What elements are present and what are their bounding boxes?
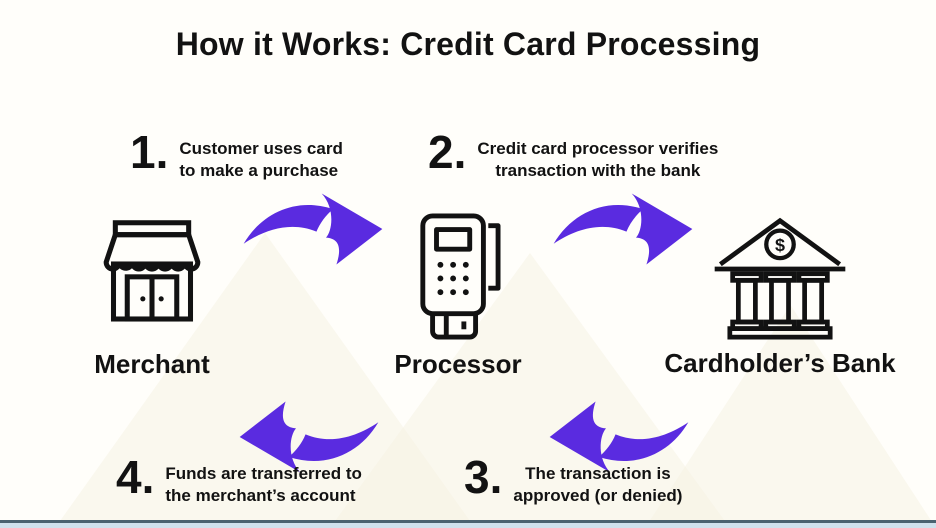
processor-label: Processor	[394, 349, 522, 379]
arrow-bank-to-processor	[538, 398, 700, 476]
step-1: 1. Customer uses card to make a purchase	[130, 126, 343, 183]
footer-strip	[0, 523, 936, 528]
step-4: 4. Funds are transferred to the merchant…	[116, 451, 362, 508]
footer-divider-line	[0, 520, 936, 523]
step-1-line1: Customer uses card	[179, 139, 343, 158]
page-title: How it Works: Credit Card Processing	[175, 26, 761, 62]
arrow-merchant-to-processor	[232, 190, 394, 268]
card-terminal-icon	[413, 212, 503, 341]
step-1-line2: to make a purchase	[179, 161, 339, 181]
entity-processor: Processor	[368, 212, 548, 380]
swoosh-arrow-icon	[549, 401, 689, 473]
entity-merchant: Merchant	[62, 220, 242, 380]
merchant-label: Merchant	[94, 349, 210, 379]
step-3-number: 3.	[464, 451, 503, 503]
bank-icon: $	[709, 215, 851, 340]
step-2: 2. Credit card processor verifies transa…	[428, 126, 718, 183]
step-3: 3. The transaction is approved (or denie…	[464, 451, 682, 508]
cardholders-bank-label: Cardholder’s Bank	[664, 348, 896, 378]
swoosh-arrow-icon	[553, 193, 693, 265]
storefront-icon	[97, 220, 207, 341]
step-4-number: 4.	[116, 451, 155, 503]
step-4-text: Funds are transferred to the merchant’s …	[165, 463, 362, 508]
entity-cardholders-bank: $ Cardholder’s Bank	[655, 215, 905, 379]
swoosh-arrow-icon	[243, 193, 383, 265]
step-2-text: Credit card processor verifies transacti…	[477, 138, 718, 183]
step-3-text: The transaction is approved (or denied)	[513, 463, 682, 508]
step-3-line1: The transaction is	[525, 464, 671, 483]
step-4-line1: Funds are transferred to	[165, 464, 362, 483]
step-2-line2: transaction with the bank	[495, 161, 701, 181]
arrow-processor-to-merchant	[228, 398, 390, 476]
arrow-processor-to-bank	[542, 190, 704, 268]
dollar-sign-glyph: $	[775, 235, 785, 255]
step-1-text: Customer uses card to make a purchase	[179, 138, 342, 183]
swoosh-arrow-icon	[239, 401, 379, 473]
step-2-line1: Credit card processor verifies	[477, 139, 719, 158]
step-4-line2: the merchant’s account	[165, 486, 356, 506]
step-2-number: 2.	[428, 126, 467, 178]
step-3-line2: approved (or denied)	[513, 486, 683, 506]
step-1-number: 1.	[130, 126, 169, 178]
